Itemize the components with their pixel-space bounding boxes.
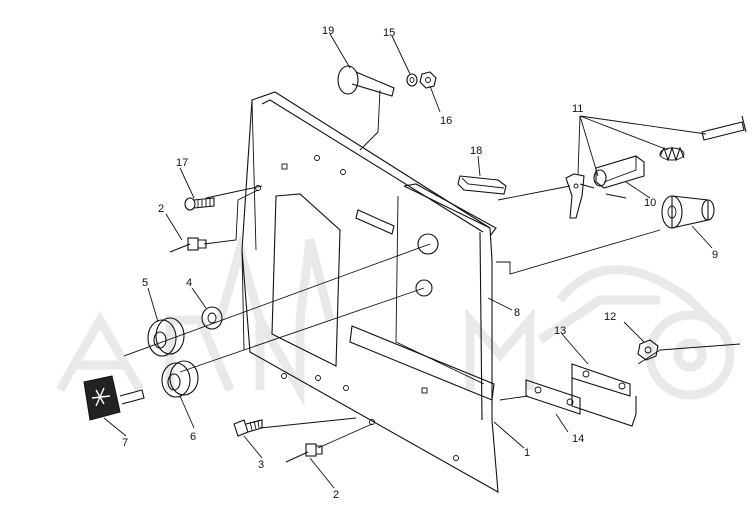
rod-11 [701,115,747,141]
lockwasher-4 [201,306,223,330]
bumper-18 [457,175,507,195]
dash-panel [241,91,499,493]
callout-1: 1 [524,447,530,459]
watermark-motorcycle [56,233,735,407]
callout-19: 19 [322,25,334,37]
rivet-2-top [169,237,207,253]
callout-7: 7 [122,437,128,449]
ring-nut-5 [147,317,185,357]
callout-5: 5 [142,277,148,289]
callout-14: 14 [572,433,584,445]
ignition-key-7 [83,375,145,421]
bracket-14 [525,379,581,415]
rivet-2-bottom [285,443,323,463]
callout-12: 12 [604,311,616,323]
ring-nut-6 [161,360,199,398]
cylinder-9 [661,195,715,229]
spring-11 [659,146,685,162]
callout-2-bottom: 2 [333,489,339,501]
callout-17: 17 [176,157,188,169]
nut-12 [637,339,659,361]
callout-labels: 19 15 16 17 2 18 11 10 9 8 12 13 5 4 6 7… [122,25,718,501]
callout-11: 11 [572,103,583,115]
callout-10: 10 [644,197,656,209]
callout-13: 13 [554,325,566,337]
callout-18: 18 [470,145,482,157]
switch-assembly-11 [565,173,627,219]
callout-8: 8 [514,307,520,319]
clip-pin-19 [337,65,395,97]
leader-lines [103,33,713,489]
nut-16 [419,71,437,89]
washer-15 [406,73,418,87]
bracket-13 [571,363,637,427]
callout-15: 15 [383,27,395,39]
switch-body-10 [593,155,645,189]
screw-17 [184,197,215,211]
callout-6: 6 [190,431,196,443]
routing-lines [123,89,741,449]
callout-3: 3 [258,459,264,471]
callout-9: 9 [712,249,718,261]
screw-3 [233,419,263,437]
callout-4: 4 [186,277,192,289]
callout-2-top: 2 [158,203,164,215]
callout-16: 16 [440,115,452,127]
